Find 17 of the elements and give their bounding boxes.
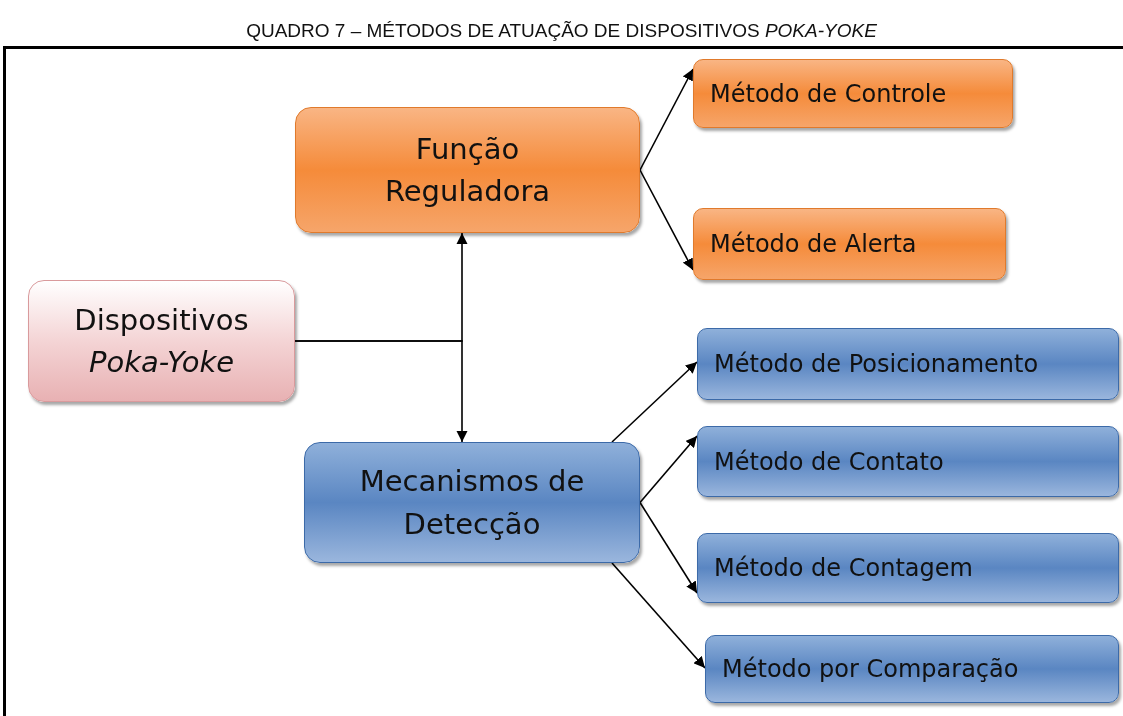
arrow — [294, 340, 468, 443]
method-box: Método de Contato — [697, 426, 1119, 497]
arrow — [639, 169, 694, 271]
arrow — [639, 68, 694, 171]
method-box: Método de Posicionamento — [697, 328, 1119, 400]
arrow — [611, 361, 698, 443]
arrow — [611, 562, 706, 669]
category-box: Mecanismos de Detecção — [304, 442, 640, 563]
arrow — [639, 501, 698, 594]
method-box: Método de Alerta — [693, 208, 1006, 280]
method-box: Método por Comparação — [705, 635, 1119, 703]
method-box: Método de Controle — [693, 59, 1013, 128]
diagram-title: QUADRO 7 – MÉTODOS DE ATUAÇÃO DE DISPOSITIVOS POKA-YOKE — [245, 20, 878, 42]
arrow — [639, 435, 698, 504]
category-box: Função Reguladora — [295, 107, 640, 233]
method-box: Método de Contagem — [697, 533, 1119, 603]
category-box: Dispositivos Poka-Yoke — [28, 280, 295, 402]
